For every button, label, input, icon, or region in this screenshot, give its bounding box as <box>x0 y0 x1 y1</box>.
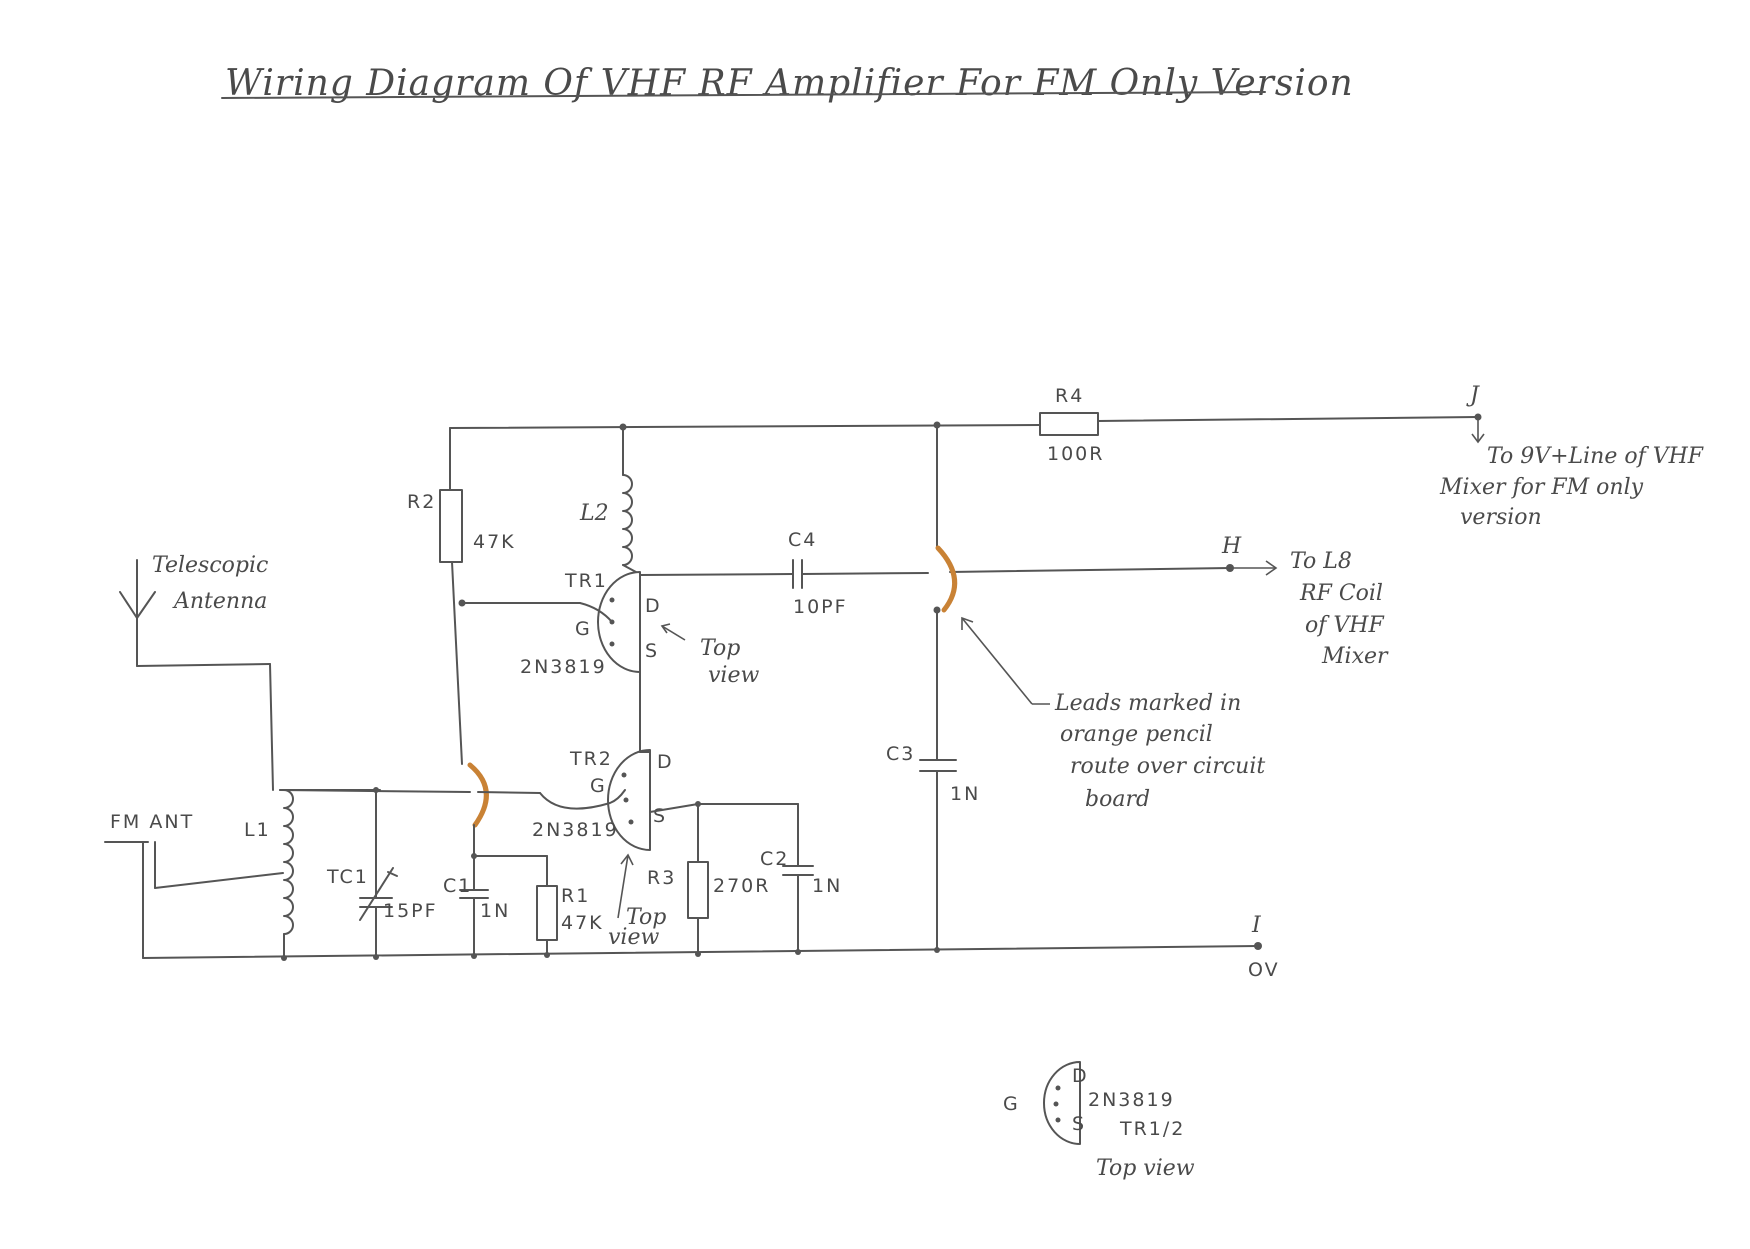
title-underline <box>221 91 1266 99</box>
l2-label: L2 <box>579 501 609 526</box>
crossover-c3 <box>935 545 958 613</box>
tr2-type: 2N3819 <box>532 819 619 841</box>
tr2-gate-label: G <box>590 775 607 797</box>
j-note-line3: version <box>1460 505 1542 530</box>
r3-resistor: R3 270R <box>647 801 799 956</box>
leads-note-line4: board <box>1085 787 1150 812</box>
tr2-source-label: S <box>653 805 667 827</box>
terminal-h: H To L8 RF Coil of VHF Mixer <box>1221 534 1389 669</box>
tr1-source-label: S <box>645 640 659 662</box>
tr2-transistor: TR2 G D S 2N3819 Top view <box>532 748 674 950</box>
ground-rail: I OV <box>142 913 1280 981</box>
c3-label: C3 <box>886 743 915 765</box>
telescopic-antenna: Telescopic Antenna <box>119 553 274 791</box>
leads-note-line1: Leads marked in <box>1054 691 1241 716</box>
r4-label: R4 <box>1055 385 1084 407</box>
tr1-gate-label: G <box>575 618 592 640</box>
r1-resistor: R1 47K <box>473 855 604 956</box>
c1-label: C1 <box>443 875 472 897</box>
key-gate-label: G <box>1003 1093 1020 1115</box>
tc1-label: TC1 <box>326 866 369 888</box>
c1-capacitor: C1 1N <box>443 824 510 956</box>
key-type: 2N3819 <box>1088 1089 1175 1111</box>
c4-capacitor: C4 10PF <box>639 529 1231 618</box>
c2-value: 1N <box>812 875 842 897</box>
crossover-gate <box>467 762 489 828</box>
c3-value: 1N <box>950 783 980 805</box>
tr1-top-text: Top <box>700 636 740 661</box>
l2-inductor: L2 <box>579 426 637 573</box>
fm-ant-socket: FM ANT <box>104 811 284 959</box>
fm-ant-label: FM ANT <box>110 811 194 833</box>
tr1-drain-label: D <box>645 595 662 617</box>
tc1-value: 15PF <box>383 900 438 922</box>
antenna-text-line2: Antenna <box>172 589 267 614</box>
i-label: I <box>1251 913 1262 938</box>
tr2-label: TR2 <box>569 748 613 770</box>
h-note-line2: RF Coil <box>1299 581 1383 606</box>
j-label: J <box>1466 383 1480 408</box>
c1-value: 1N <box>480 900 510 922</box>
key-view: Top view <box>1096 1156 1195 1181</box>
r4-value: 100R <box>1047 443 1104 465</box>
h-note-line3: of VHF <box>1305 613 1384 638</box>
r4-resistor: R4 100R <box>1039 385 1104 465</box>
antenna-text-line1: Telescopic <box>152 553 268 578</box>
leads-note-line3: route over circuit <box>1070 754 1265 779</box>
tr1-type: 2N3819 <box>520 656 607 678</box>
h-label: H <box>1221 534 1242 559</box>
tr2-gate-wire <box>279 762 626 828</box>
j-note-line2: Mixer for FM only <box>1439 475 1644 500</box>
r2-resistor: R2 47K <box>407 427 516 765</box>
c3-capacitor: C3 1N <box>886 424 980 951</box>
r1-value: 47K <box>561 912 604 934</box>
r2-value: 47K <box>473 531 516 553</box>
terminal-j: J To 9V+Line of VHF Mixer for FM only ve… <box>1439 383 1704 530</box>
r1-label: R1 <box>561 885 590 907</box>
key-source-label: S <box>1072 1113 1086 1135</box>
r3-label: R3 <box>647 867 676 889</box>
top-rail <box>449 413 1482 431</box>
c2-label: C2 <box>760 848 789 870</box>
tr1-transistor: TR1 G D S 2N3819 Top view <box>520 570 759 753</box>
l1-label: L1 <box>244 819 271 841</box>
transistor-key: G D S 2N3819 TR1/2 Top view <box>1003 1061 1195 1181</box>
key-transistors: TR1/2 <box>1119 1118 1185 1140</box>
tc1-trimmer: TC1 15PF <box>326 789 438 956</box>
h-note-line1: To L8 <box>1290 549 1352 574</box>
j-note-line1: To 9V+Line of VHF <box>1487 444 1704 469</box>
tr2-view-text: view <box>608 925 659 950</box>
tr1-label: TR1 <box>564 570 608 592</box>
key-drain-label: D <box>1072 1065 1089 1087</box>
c2-capacitor: C2 1N <box>760 803 842 953</box>
leads-note: Leads marked in orange pencil route over… <box>961 616 1265 812</box>
h-note-line4: Mixer <box>1321 644 1389 669</box>
c4-value: 10PF <box>793 596 848 618</box>
r2-label: R2 <box>407 491 436 513</box>
ov-label: OV <box>1248 959 1280 981</box>
tr2-drain-label: D <box>657 751 674 773</box>
c4-label: C4 <box>788 529 817 551</box>
r3-value: 270R <box>713 875 770 897</box>
tr1-view-text: view <box>708 663 759 688</box>
leads-note-line2: orange pencil <box>1060 722 1213 747</box>
tr2-top-text: Top <box>626 905 666 930</box>
